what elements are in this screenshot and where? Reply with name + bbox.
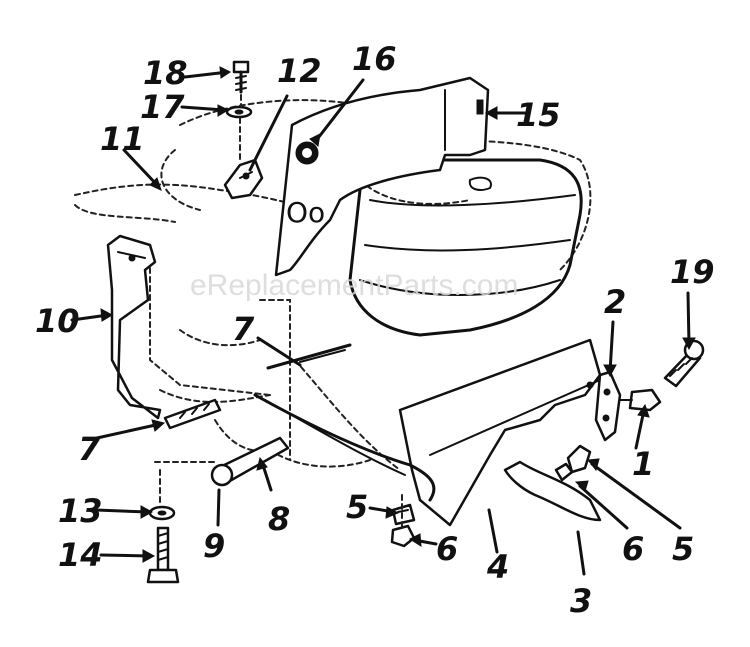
callout-7-upper: 7: [232, 310, 255, 348]
bolt-18: [146, 526, 180, 584]
nut-5-right: [566, 444, 592, 474]
callout-labels: 18 17 11 12 16 15 10 7 7 8 9 13 14 5 6 4…: [35, 40, 715, 620]
callout-9: 9: [203, 527, 225, 565]
callout-7-lower: 7: [78, 430, 101, 468]
washer-17: [148, 469, 176, 521]
muffler: [348, 158, 583, 337]
bracket-2: [594, 370, 622, 442]
bolt-7-left: [163, 398, 222, 430]
callout-2: 2: [604, 283, 626, 321]
screw-1: [619, 388, 662, 412]
leader-lines: [70, 70, 691, 576]
callout-11: 11: [100, 120, 145, 158]
strap-7: [253, 343, 436, 502]
watermark: eReplacementParts.com: [190, 269, 518, 302]
exhaust-pipe: [503, 460, 602, 522]
callout-8: 8: [268, 500, 290, 538]
nut-6-lower: [390, 494, 416, 548]
screw-14: [232, 60, 250, 94]
callout-6-lower: 6: [436, 530, 458, 568]
arrowheads: [100, 66, 696, 563]
callout-18: 14: [58, 536, 103, 574]
heat-shield: Oo: [274, 76, 490, 277]
callout-3: 3: [570, 582, 592, 620]
callout-17: 13: [58, 492, 103, 530]
callout-4: 4: [486, 548, 509, 586]
washer-13: [225, 94, 253, 161]
callout-15: 15: [516, 96, 561, 134]
callout-5-right: 5: [672, 530, 694, 568]
callout-12: 12: [277, 52, 322, 90]
callout-1: 1: [632, 445, 654, 483]
bolt-19: [663, 339, 705, 388]
callout-14: 18: [143, 54, 188, 92]
shield-marking: Oo: [286, 196, 325, 229]
left-shield: [106, 234, 162, 420]
callout-6-right: 6: [622, 530, 644, 568]
callout-16: 16: [352, 40, 397, 78]
callout-10: 10: [35, 302, 80, 340]
callout-5-lower: 5: [346, 488, 368, 526]
washer-6-right: [554, 462, 574, 482]
callout-19: 19: [670, 253, 715, 291]
clip-5-lower: [391, 503, 416, 526]
bracket: [223, 158, 264, 200]
bolt-8: [154, 436, 290, 487]
callout-13: 17: [140, 88, 185, 126]
